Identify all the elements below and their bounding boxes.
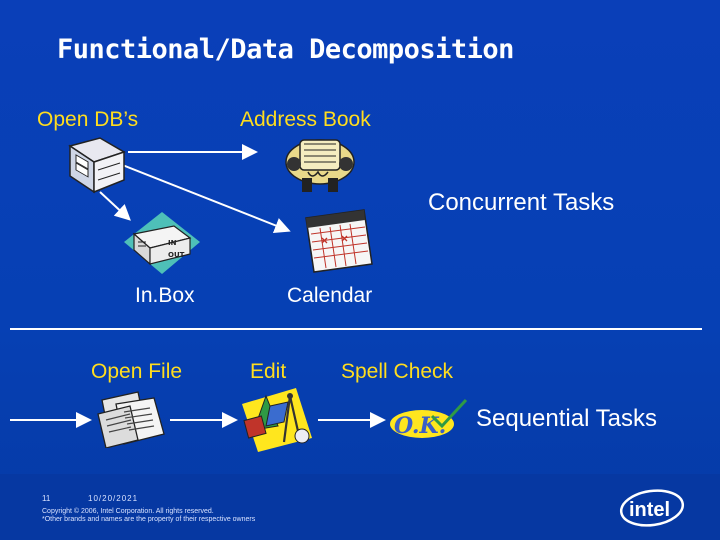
trademark-text: *Other brands and names are the property… <box>42 516 256 523</box>
file-cabinet-icon <box>68 137 126 194</box>
section-divider <box>10 328 702 330</box>
label-open-file: Open File <box>91 360 183 383</box>
label-calendar: Calendar <box>287 284 373 307</box>
label-edit: Edit <box>250 360 287 383</box>
label-open-dbs: Open DB’s <box>37 108 139 131</box>
inbox-tray-label: IN <box>168 239 177 247</box>
slide-title: Functional/Data Decomposition <box>57 34 514 65</box>
label-sequential-tasks: Sequential Tasks <box>476 405 658 432</box>
papers-icon <box>97 391 165 448</box>
arrow-opendb-to-calendar <box>119 163 291 234</box>
copyright-text: Copyright © 2006, Intel Corporation. All… <box>42 508 214 515</box>
footer-bar <box>0 474 720 540</box>
slide-number: 11 <box>42 494 51 503</box>
label-inbox: In.Box <box>135 284 195 307</box>
calendar-icon <box>305 209 373 273</box>
footer-date: 10/20/2021 <box>88 494 139 503</box>
inbox-tray-icon: IN OUT <box>124 212 200 274</box>
drawing-tools-icon <box>242 388 312 452</box>
label-spell-check: Spell Check <box>341 360 454 383</box>
rolodex-icon <box>285 139 355 192</box>
footer-copyright: Copyright © 2006, Intel Corporation. All… <box>42 508 274 524</box>
intel-logo-icon: intel <box>619 489 685 527</box>
flow-arrows <box>76 144 386 428</box>
intel-logo-text: intel <box>629 499 670 521</box>
outbox-tray-label: OUT <box>168 251 185 259</box>
ok-checkmark-icon: O.K. <box>390 398 468 439</box>
arrow-opendb-to-inbox <box>99 191 131 221</box>
ok-text: O.K. <box>394 413 446 439</box>
label-address-book: Address Book <box>240 108 371 131</box>
label-concurrent-tasks: Concurrent Tasks <box>428 189 615 216</box>
